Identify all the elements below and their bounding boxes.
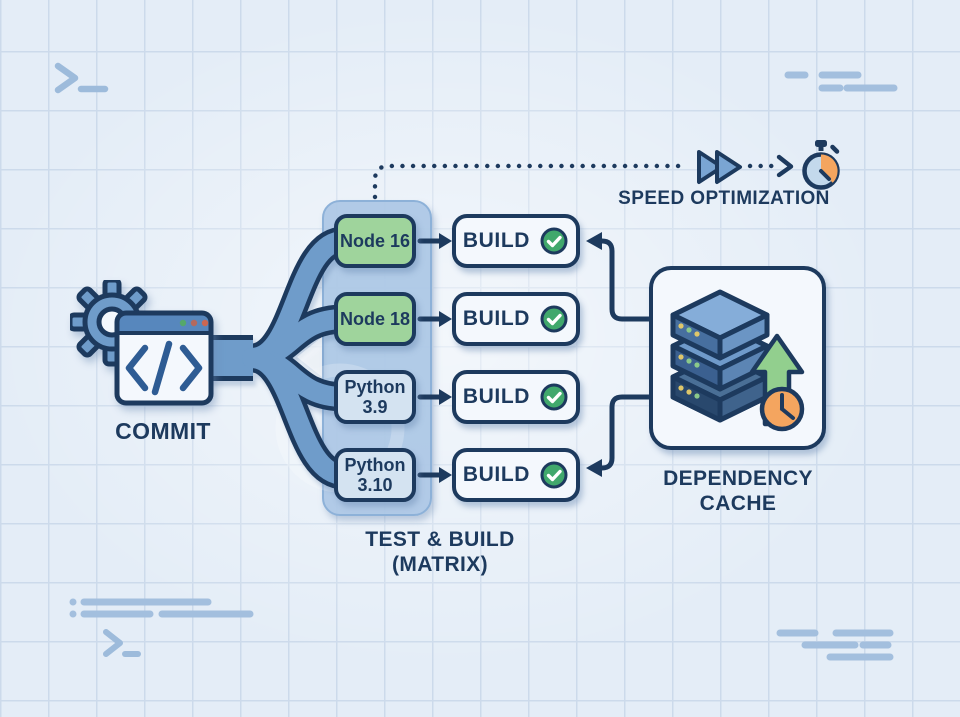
cache-caption-line2: CACHE bbox=[699, 491, 777, 515]
build-box-4: BUILD bbox=[452, 448, 580, 502]
matrix-caption-line2: (MATRIX) bbox=[391, 552, 489, 576]
node-label-line2: 3.9 bbox=[362, 397, 388, 417]
window-dot-red bbox=[190, 319, 198, 327]
commit-icon bbox=[70, 280, 214, 406]
dependency-cache-box bbox=[649, 266, 826, 450]
matrix-node-python39: Python 3.9 bbox=[334, 370, 416, 424]
server-stack-icon bbox=[670, 289, 805, 432]
build-box-3: BUILD bbox=[452, 370, 580, 424]
node-label: Node 16 bbox=[339, 230, 411, 251]
window-dot-orange bbox=[201, 319, 209, 327]
terminal-prompt-icon bbox=[54, 62, 109, 94]
speed-arrowhead bbox=[776, 154, 794, 178]
matrix-node-python310: Python 3.10 bbox=[334, 448, 416, 502]
code-lines-icon bbox=[69, 598, 254, 618]
speed-dotted-path bbox=[372, 163, 779, 200]
check-icon bbox=[540, 305, 568, 333]
matrix-to-build-arrows bbox=[417, 233, 452, 483]
build-box-2: BUILD bbox=[452, 292, 580, 346]
cache-caption: DEPENDENCY CACHE bbox=[628, 467, 848, 517]
build-label: BUILD bbox=[462, 307, 531, 330]
node-label: Python bbox=[344, 376, 406, 397]
code-lines-icon bbox=[784, 71, 898, 92]
speed-caption: SPEED OPTIMIZATION bbox=[618, 188, 830, 209]
commit-caption: COMMIT bbox=[115, 418, 211, 444]
matrix-caption-line1: TEST & BUILD bbox=[365, 528, 515, 551]
cache-caption-line1: DEPENDENCY bbox=[663, 467, 813, 490]
code-lines-icon bbox=[776, 629, 894, 661]
commit-branch-connector bbox=[205, 226, 359, 490]
check-icon bbox=[540, 461, 568, 489]
cache-to-build-arrows bbox=[586, 232, 652, 477]
node-label-line2: 3.10 bbox=[357, 475, 393, 495]
terminal-prompt-icon bbox=[103, 629, 141, 657]
check-icon bbox=[540, 227, 568, 255]
window-dot-green bbox=[179, 319, 187, 327]
build-label: BUILD bbox=[462, 463, 531, 486]
build-box-1: BUILD bbox=[452, 214, 580, 268]
matrix-node-node18: Node 18 bbox=[334, 292, 416, 346]
clock-icon bbox=[759, 386, 805, 432]
build-label: BUILD bbox=[462, 385, 531, 408]
build-label: BUILD bbox=[462, 229, 531, 252]
stopwatch-icon bbox=[802, 140, 840, 190]
fast-forward-icon bbox=[697, 150, 742, 184]
node-label: Node 18 bbox=[339, 308, 411, 329]
split-wedge-decoration bbox=[297, 337, 322, 377]
check-icon bbox=[540, 383, 568, 411]
matrix-caption: TEST & BUILD (MATRIX) bbox=[330, 528, 550, 578]
matrix-node-node16: Node 16 bbox=[334, 214, 416, 268]
code-icon bbox=[125, 340, 203, 396]
node-label: Python bbox=[344, 454, 406, 475]
